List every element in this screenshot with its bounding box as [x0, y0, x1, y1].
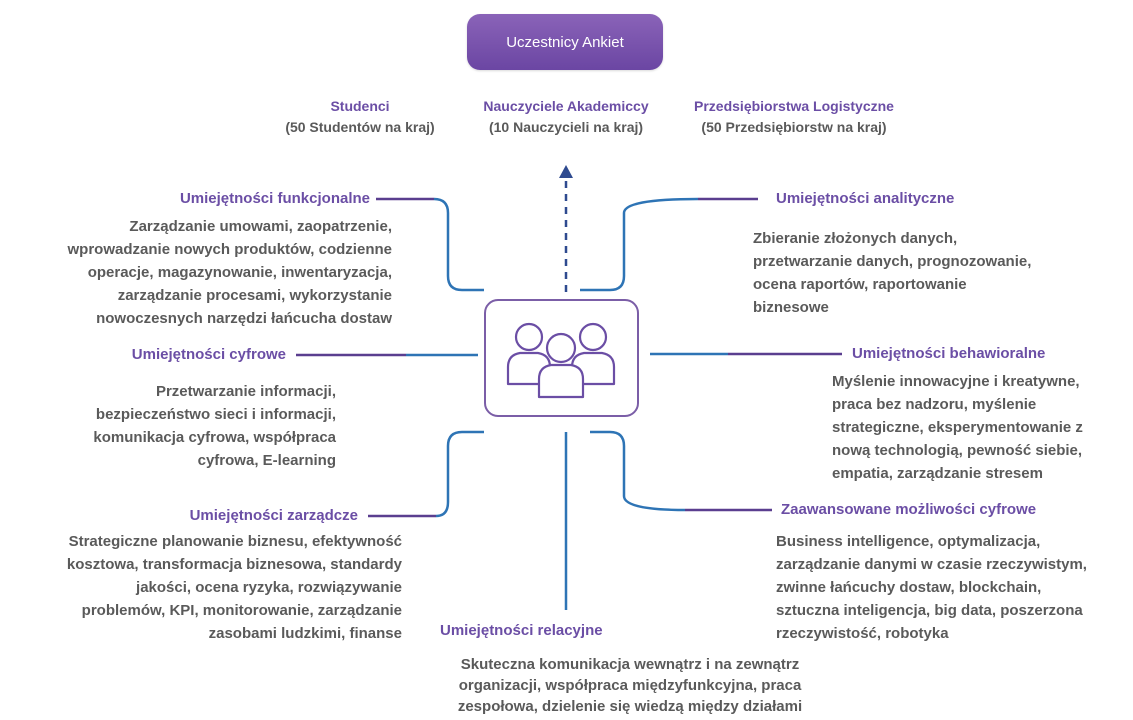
- relational-skills-description: Skuteczna komunikacja wewnątrz i na zewn…: [404, 654, 856, 717]
- survey-participants-title: Uczestnicy Ankiet: [467, 14, 663, 70]
- description-line: nowoczesnych narzędzi łańcucha dostaw: [96, 310, 392, 327]
- description-line: bezpieczeństwo sieci i informacji,: [95, 406, 336, 423]
- survey-participants-title-text: Uczestnicy Ankiet: [506, 33, 624, 51]
- analytical-skills-description: Zbieranie złożonych danych, przetwarzani…: [753, 227, 1031, 319]
- participant-name: Studenci: [330, 98, 390, 114]
- description-line: organizacji, współpraca międzyfunkcyjna,…: [458, 677, 802, 694]
- description-line: biznesowe: [753, 299, 829, 316]
- description-line: zwinne łańcuchy dostaw, blockchain,: [776, 579, 1042, 596]
- description-line: cyfrowa, E-learning: [197, 452, 336, 469]
- description-line: Przetwarzanie informacji,: [155, 383, 336, 400]
- advanced-digital-connector: [590, 430, 686, 512]
- advanced-digital-heading: Zaawansowane możliwości cyfrowe: [781, 501, 1037, 518]
- participant-count: (50 Studentów na kraj): [285, 119, 435, 135]
- digital-skills-heading: Umiejętności cyfrowe: [131, 346, 286, 363]
- description-line: Zbieranie złożonych danych,: [753, 230, 958, 247]
- people-group-icon: [506, 322, 616, 399]
- participant-logistics-companies: Przedsiębiorstwa Logistyczne (50 Przedsi…: [678, 96, 910, 138]
- dashed-up-arrow-icon: [559, 165, 573, 292]
- description-line: praca bez nadzoru, myślenie: [832, 396, 1037, 413]
- relational-skills-heading: Umiejętności relacyjne: [440, 622, 603, 639]
- description-line: zarządzanie danymi w czasie rzeczywistym…: [776, 556, 1087, 573]
- description-line: Business intelligence, optymalizacja,: [776, 533, 1041, 550]
- description-line: nową technologią, pewność siebie,: [832, 442, 1083, 459]
- managerial-connector: [435, 430, 484, 518]
- analytical-skills-heading: Umiejętności analityczne: [776, 190, 955, 207]
- description-line: kosztowa, transformacja biznesowa, stand…: [66, 556, 402, 573]
- functional-skills-description: Zarządzanie umowami, zaopatrzenie, wprow…: [0, 215, 392, 330]
- behavioral-skills-heading: Umiejętności behawioralne: [852, 345, 1046, 362]
- description-line: zarządzanie procesami, wykorzystanie: [117, 287, 392, 304]
- description-line: rzeczywistość, robotyka: [776, 625, 949, 642]
- managerial-skills-description: Strategiczne planowanie biznesu, efektyw…: [0, 530, 402, 645]
- analytical-connector: [580, 197, 699, 292]
- description-line: Zarządzanie umowami, zaopatrzenie,: [129, 218, 392, 235]
- description-line: zespołowa, dzielenie się wiedzą między d…: [457, 698, 803, 715]
- description-line: Myślenie innowacyjne i kreatywne,: [832, 373, 1080, 390]
- description-line: Skuteczna komunikacja wewnątrz i na zewn…: [460, 656, 800, 673]
- description-line: wprowadzanie nowych produktów, codzienne: [67, 241, 392, 258]
- participant-count: (10 Nauczycieli na kraj): [488, 119, 644, 135]
- digital-skills-description: Przetwarzanie informacji, bezpieczeństwo…: [20, 380, 336, 472]
- description-line: operacje, magazynowanie, inwentaryzacja,: [87, 264, 392, 281]
- participant-count: (50 Przedsiębiorstw na kraj): [701, 119, 887, 135]
- description-line: problemów, KPI, monitorowanie, zarządzan…: [81, 602, 402, 619]
- participant-name: Przedsiębiorstwa Logistyczne: [694, 98, 894, 114]
- managerial-skills-heading: Umiejętności zarządcze: [189, 507, 358, 524]
- description-line: empatia, zarządzanie stresem: [832, 465, 1043, 482]
- participant-students: Studenci (50 Studentów na kraj): [273, 96, 447, 138]
- description-line: jakości, ocena ryzyka, rozwiązywanie: [136, 579, 402, 596]
- description-line: komunikacja cyfrowa, współpraca: [93, 429, 336, 446]
- description-line: Strategiczne planowanie biznesu, efektyw…: [68, 533, 402, 550]
- description-line: sztuczna inteligencja, big data, poszerz…: [776, 602, 1083, 619]
- participant-academic-teachers: Nauczyciele Akademiccy (10 Nauczycieli n…: [468, 96, 664, 138]
- functional-connector: [433, 197, 484, 292]
- behavioral-skills-description: Myślenie innowacyjne i kreatywne, praca …: [832, 370, 1083, 485]
- center-people-box: [484, 299, 639, 417]
- description-line: przetwarzanie danych, prognozowanie,: [753, 253, 1032, 270]
- advanced-digital-description: Business intelligence, optymalizacja, za…: [776, 530, 1087, 645]
- description-line: zasobami ludzkimi, finanse: [208, 625, 402, 642]
- functional-skills-heading: Umiejętności funkcjonalne: [179, 190, 370, 207]
- description-line: strategiczne, eksperymentowanie z: [832, 419, 1083, 436]
- participant-name: Nauczyciele Akademiccy: [483, 98, 649, 114]
- description-line: ocena raportów, raportowanie: [753, 276, 967, 293]
